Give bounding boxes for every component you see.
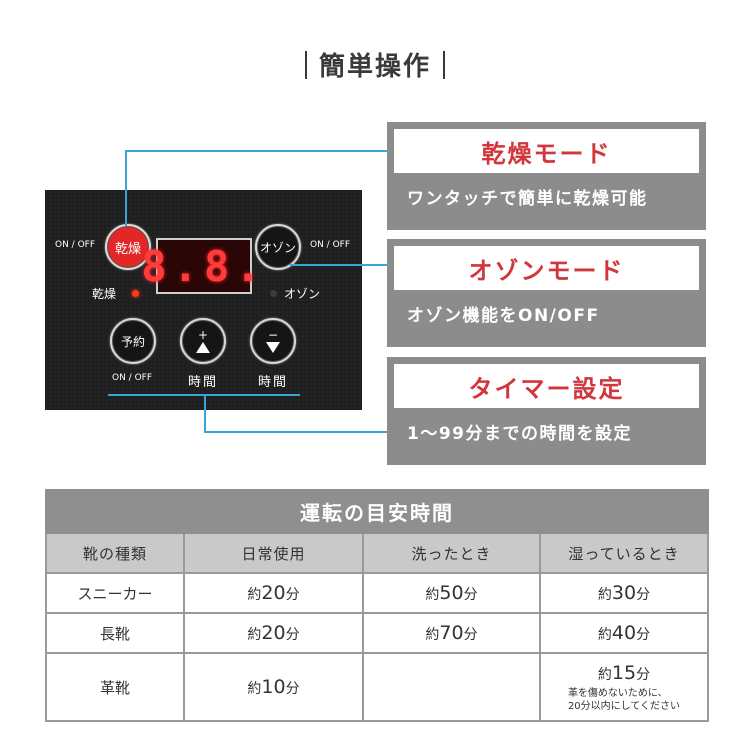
minutes: 10 — [261, 676, 286, 698]
minutes: 15 — [611, 661, 637, 684]
ozone-onoff-label: ON / OFF — [310, 240, 351, 250]
time-up-label: 時間 — [188, 375, 219, 390]
time-down-button[interactable]: − — [250, 318, 296, 364]
cell-shoe-type: 革靴 — [45, 652, 185, 722]
feature-title: オゾンモード — [394, 246, 699, 290]
dry-onoff-label: ON / OFF — [55, 240, 96, 250]
cell-washed-empty — [362, 652, 541, 722]
cell-damp: 約15分 革を傷めないために、 20分以内にしてください — [539, 652, 709, 722]
connector-dry-vertical — [125, 150, 127, 226]
note-line-1: 革を傷めないために、 — [567, 687, 668, 699]
feature-description: 1〜99分までの時間を設定 — [407, 424, 632, 444]
page-title-text: 簡単操作 — [318, 52, 431, 82]
prefix: 約 — [425, 587, 440, 603]
minutes: 20 — [261, 622, 286, 644]
unit: 分 — [285, 627, 300, 643]
runtime-table: 運転の目安時間 靴の種類 日常使用 洗ったとき 湿っているとき スニーカー 約2… — [45, 489, 709, 722]
minus-down-icon: − — [266, 327, 280, 353]
prefix: 約 — [597, 627, 612, 643]
header-damp: 湿っているとき — [539, 532, 709, 574]
reserve-onoff-label: ON / OFF — [112, 373, 153, 383]
prefix: 約 — [425, 627, 440, 643]
table-header-row: 靴の種類 日常使用 洗ったとき 湿っているとき — [45, 532, 709, 574]
leather-note: 革を傷めないために、 20分以内にしてください — [568, 687, 680, 713]
time-up-button[interactable]: + — [180, 318, 226, 364]
cell-shoe-type: スニーカー — [45, 572, 185, 614]
minus-symbol: − — [267, 327, 279, 342]
connector-dry-horizontal — [125, 150, 387, 152]
minutes: 20 — [261, 582, 286, 604]
plus-up-icon: + — [196, 327, 210, 353]
header-shoe-type: 靴の種類 — [45, 532, 185, 574]
feature-ozone-mode: オゾンモード オゾン機能をON/OFF — [387, 239, 706, 347]
unit: 分 — [636, 587, 651, 603]
ozone-button[interactable]: オゾン — [255, 224, 301, 270]
header-washed: 洗ったとき — [362, 532, 541, 574]
unit: 分 — [463, 627, 478, 643]
connector-timer-vertical — [204, 394, 206, 433]
minutes: 50 — [439, 582, 464, 604]
feature-description: ワンタッチで簡単に乾燥可能 — [407, 189, 648, 209]
title-bar-left — [304, 50, 307, 79]
connector-timer-horizontal — [204, 431, 387, 433]
table-row: スニーカー 約20分 約50分 約30分 — [45, 572, 709, 614]
feature-dry-mode: 乾燥モード ワンタッチで簡単に乾燥可能 — [387, 122, 706, 230]
prefix: 約 — [247, 587, 262, 603]
cell-damp: 約40分 — [539, 612, 709, 654]
unit: 分 — [463, 587, 478, 603]
feature-description: オゾン機能をON/OFF — [407, 306, 600, 326]
minutes: 30 — [611, 582, 637, 604]
prefix: 約 — [597, 587, 612, 603]
cell-washed: 約70分 — [362, 612, 541, 654]
table-title: 運転の目安時間 — [45, 489, 709, 534]
title-bar-right — [443, 50, 445, 79]
led-display: 8.8. — [141, 238, 261, 294]
ozone-indicator-label: オゾン — [284, 287, 321, 301]
note-line-2: 20分以内にしてください — [567, 700, 681, 712]
dry-indicator-led — [132, 290, 139, 297]
reserve-button[interactable]: 予約 — [110, 318, 156, 364]
feature-timer: タイマー設定 1〜99分までの時間を設定 — [387, 357, 706, 465]
ozone-indicator-led — [270, 290, 277, 297]
dry-button-label: 乾燥 — [114, 241, 141, 257]
cell-washed: 約50分 — [362, 572, 541, 614]
unit: 分 — [636, 627, 651, 643]
dry-button[interactable]: 乾燥 — [105, 224, 151, 270]
table-row: 長靴 約20分 約70分 約40分 — [45, 612, 709, 654]
cell-daily: 約20分 — [183, 612, 364, 654]
cell-damp: 約30分 — [539, 572, 709, 614]
triangle-down-icon — [266, 341, 280, 353]
display-value: 8.8. — [141, 241, 267, 291]
unit: 分 — [636, 666, 651, 683]
cell-daily: 約20分 — [183, 572, 364, 614]
connector-ozone — [290, 264, 387, 266]
prefix: 約 — [247, 681, 262, 697]
feature-title: タイマー設定 — [394, 364, 699, 408]
triangle-up-icon — [196, 341, 210, 353]
time-down-label: 時間 — [258, 375, 289, 390]
cell-shoe-type: 長靴 — [45, 612, 185, 654]
reserve-button-label: 予約 — [120, 334, 145, 349]
feature-title: 乾燥モード — [394, 129, 699, 173]
prefix: 約 — [247, 627, 262, 643]
table-row: 革靴 約10分 約15分 革を傷めないために、 20分以内にしてください — [45, 652, 709, 722]
minutes: 70 — [439, 622, 464, 644]
unit: 分 — [285, 587, 300, 603]
prefix: 約 — [597, 666, 612, 683]
header-daily: 日常使用 — [183, 532, 364, 574]
ozone-button-label: オゾン — [259, 240, 296, 255]
unit: 分 — [285, 681, 300, 697]
table-title-row: 運転の目安時間 — [45, 489, 709, 534]
dry-indicator-label: 乾燥 — [92, 287, 117, 301]
control-panel — [45, 190, 362, 410]
cell-daily: 約10分 — [183, 652, 364, 722]
minutes: 40 — [611, 622, 637, 644]
plus-symbol: + — [197, 327, 209, 342]
page-title: 簡単操作 — [0, 46, 750, 83]
